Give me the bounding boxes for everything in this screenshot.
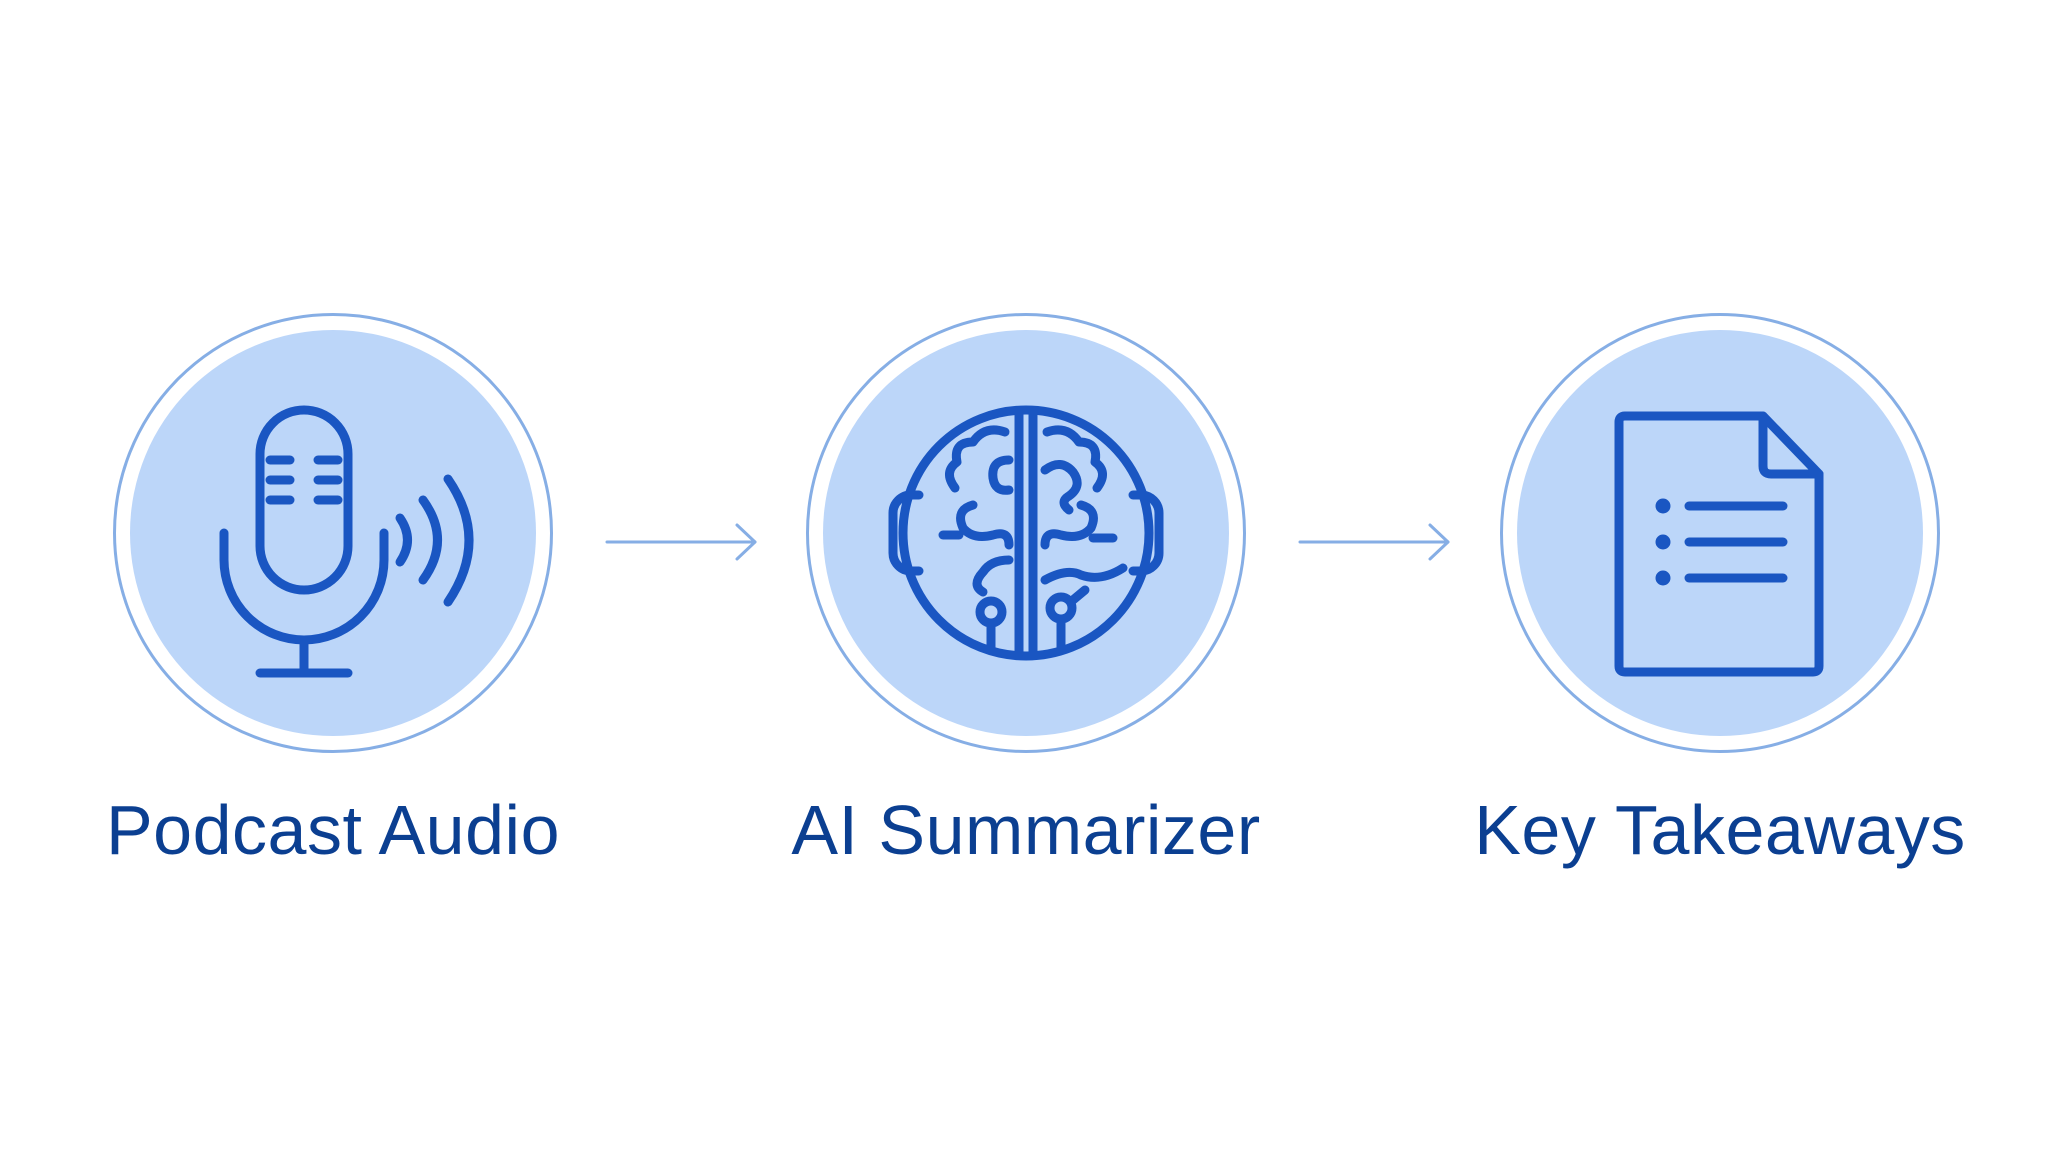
step-key-takeaways: Key Takeaways: [1474, 313, 1965, 869]
document-list-icon: [1614, 411, 1824, 677]
step-circle: [130, 330, 536, 736]
step-circle: [823, 330, 1229, 736]
microphone-sound-waves-icon: [219, 405, 474, 678]
step-circle-ring: [1500, 313, 1940, 753]
flow-arrow: [1298, 522, 1458, 562]
step-label: Key Takeaways: [1474, 791, 1966, 869]
step-circle-ring: [806, 313, 1246, 753]
step-ai-summarizer: AI Summarizer: [791, 313, 1260, 869]
step-circle-ring: [113, 313, 553, 753]
flow-arrow: [605, 522, 765, 562]
step-circle: [1517, 330, 1923, 736]
step-podcast-audio: Podcast Audio: [106, 313, 560, 869]
step-label: Podcast Audio: [105, 791, 561, 869]
step-label: AI Summarizer: [791, 791, 1261, 869]
brain-circuit-icon: [888, 405, 1164, 661]
